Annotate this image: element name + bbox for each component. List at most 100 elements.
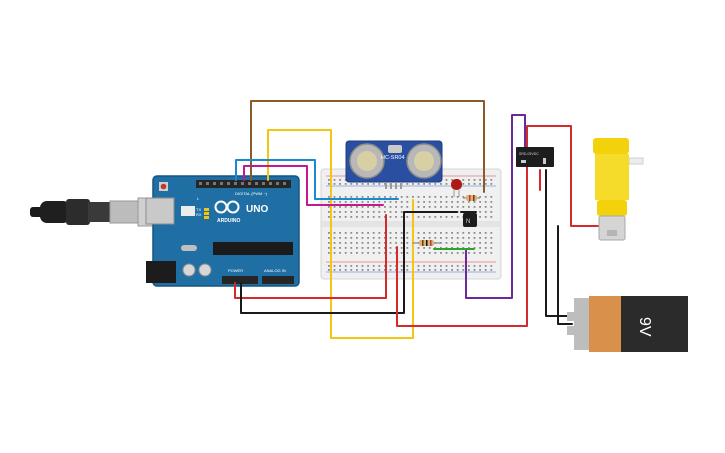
breadboard-hole (356, 206, 358, 208)
breadboard-hole (417, 201, 420, 203)
breadboard-hole (378, 269, 381, 271)
breadboard-hole (462, 252, 465, 254)
breadboard-hole (389, 252, 392, 254)
breadboard-hole (339, 247, 341, 249)
breadboard-hole (400, 265, 403, 267)
breadboard-hole (490, 269, 493, 271)
breadboard-hole (473, 201, 476, 203)
breadboard-hole (479, 232, 481, 234)
breadboard-hole (423, 201, 425, 203)
arduino-uno-label: UNO (246, 204, 268, 215)
breadboard[interactable] (320, 168, 502, 280)
breadboard-hole (350, 183, 353, 185)
breadboard-hole (445, 216, 448, 218)
resistor-1[interactable] (412, 240, 440, 246)
arduino-uno-board[interactable]: UNO ARDUINO DIGITAL (PWM ~) POWER ANALOG… (145, 175, 300, 287)
breadboard-hole (389, 242, 392, 244)
breadboard-hole (384, 206, 386, 208)
breadboard-hole (378, 201, 381, 203)
breadboard-hole (378, 252, 381, 254)
breadboard-hole (434, 237, 437, 239)
breadboard-hole (339, 183, 341, 185)
breadboard-hole (434, 201, 437, 203)
breadboard-hole (451, 179, 453, 181)
breadboard-hole (423, 265, 425, 267)
breadboard-hole (344, 252, 347, 254)
breadboard-hole (389, 237, 392, 239)
breadboard-hole (440, 232, 442, 234)
breadboard-hole (484, 247, 487, 249)
ultrasonic-sensor[interactable]: HC-SR04 (345, 140, 443, 189)
breadboard-hole (333, 265, 336, 267)
breadboard-hole (479, 183, 481, 185)
breadboard-hole (339, 179, 341, 181)
breadboard-hole (479, 247, 481, 249)
breadboard-hole (344, 206, 347, 208)
breadboard-hole (406, 183, 409, 185)
breadboard-hole (479, 216, 481, 218)
breadboard-hole (361, 247, 364, 249)
breadboard-hole (378, 211, 381, 213)
breadboard-hole (479, 201, 481, 203)
breadboard-hole (428, 232, 431, 234)
breadboard-hole (344, 201, 347, 203)
breadboard-hole (445, 179, 448, 181)
breadboard-hole (372, 206, 375, 208)
breadboard-hole (468, 183, 470, 185)
breadboard-hole (356, 242, 358, 244)
wire-black-battery (557, 225, 573, 325)
breadboard-hole (406, 216, 409, 218)
breadboard-hole (344, 216, 347, 218)
resistor-2[interactable] (463, 195, 480, 201)
breadboard-hole (456, 247, 459, 249)
breadboard-hole (367, 201, 369, 203)
breadboard-hole (445, 269, 448, 271)
power-header-label: POWER (228, 268, 243, 273)
nine-volt-battery[interactable]: 9V (567, 296, 688, 352)
breadboard-hole (417, 196, 420, 198)
breadboard-hole (490, 206, 493, 208)
breadboard-hole (484, 201, 487, 203)
breadboard-hole (344, 242, 347, 244)
breadboard-hole (339, 206, 341, 208)
breadboard-hole (456, 269, 459, 271)
breadboard-hole (344, 237, 347, 239)
breadboard-hole (417, 237, 420, 239)
breadboard-hole (333, 252, 336, 254)
breadboard-hole (445, 265, 448, 267)
breadboard-hole (350, 211, 353, 213)
breadboard-hole (451, 269, 453, 271)
breadboard-hole (378, 216, 381, 218)
breadboard-hole (428, 206, 431, 208)
breadboard-hole (468, 265, 470, 267)
breadboard-hole (372, 211, 375, 213)
breadboard-hole (395, 196, 397, 198)
breadboard-hole (490, 265, 493, 267)
dc-motor[interactable] (593, 138, 644, 241)
breadboard-hole (372, 183, 375, 185)
breadboard-hole (456, 252, 459, 254)
red-led[interactable] (451, 179, 462, 197)
breadboard-hole (473, 179, 476, 181)
breadboard-hole (468, 232, 470, 234)
wires (234, 100, 599, 339)
breadboard-hole (361, 216, 364, 218)
breadboard-hole (378, 232, 381, 234)
tx-label: TX (196, 207, 201, 212)
breadboard-hole (434, 247, 437, 249)
wire-black-motor (545, 169, 571, 317)
breadboard-hole (440, 201, 442, 203)
breadboard-hole (356, 252, 358, 254)
breadboard-hole (333, 237, 336, 239)
breadboard-hole (484, 252, 487, 254)
breadboard-hole (378, 206, 381, 208)
breadboard-hole (417, 252, 420, 254)
breadboard-hole (328, 269, 330, 271)
breadboard-hole (445, 206, 448, 208)
relay-module[interactable]: SRD-05VDC (516, 147, 554, 167)
breadboard-hole (406, 252, 409, 254)
breadboard-hole (372, 265, 375, 267)
transistor[interactable]: N (463, 213, 477, 227)
breadboard-hole (451, 242, 453, 244)
breadboard-hole (328, 242, 330, 244)
